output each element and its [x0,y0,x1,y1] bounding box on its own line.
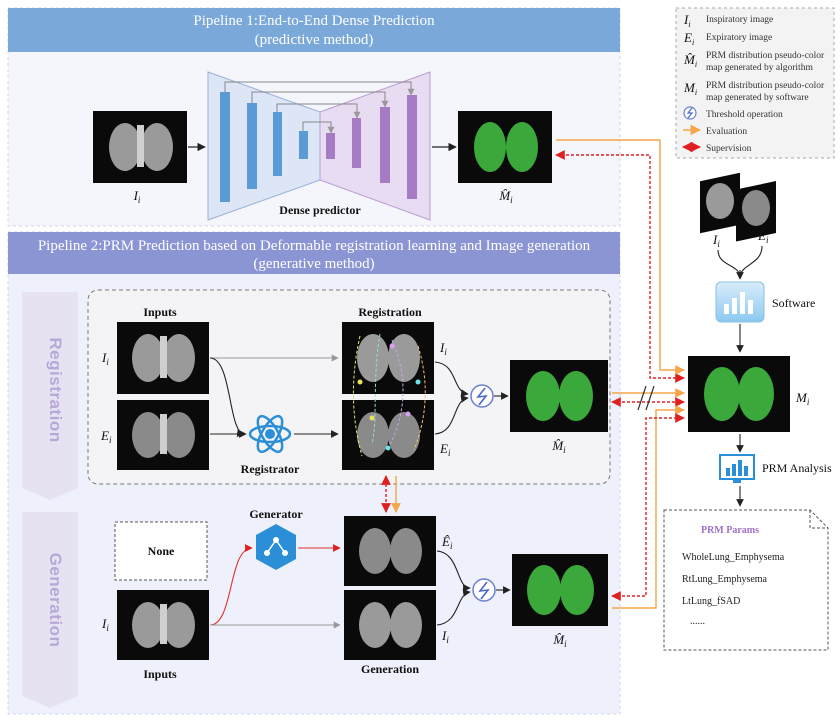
reg-arrow-I-to-threshold [434,361,469,397]
reg-arrow-E-to-threshold [434,395,469,435]
ct-image-registered-expiratory [342,400,434,470]
legend-text-supervision: Supervision [706,144,752,154]
prm-param-item: ...... [690,616,705,627]
p1-output-symbol: M̂i [498,188,513,205]
ct-image-p1-input [93,111,187,183]
reg-output-symbol: M̂i [551,438,566,455]
pipeline1-title: Pipeline 1:End-to-End Dense Prediction [193,13,435,29]
software-icon [715,281,765,323]
p1-supervision-arrow [555,150,685,383]
ct-image-gen-inspiratory [117,590,209,660]
ct-image-registered-inspiratory [342,322,434,394]
reg-E-symbol: Ei [100,428,112,445]
gen-arrow-I-to-threshold [436,589,471,626]
registration-E-symbol: Ei [439,441,451,458]
ct-image-reg-expiratory [117,400,209,470]
none-label: None [148,544,175,558]
registrator-label: Registrator [241,462,300,476]
reg-cut-mark-2 [645,385,655,411]
registration-correspondence-lines [352,333,426,457]
legend-symbol-M: Mi [683,80,697,97]
right-I-symbol: Ii [712,232,720,249]
registration-I-symbol: Ii [439,340,447,357]
gen-output-symbol: M̂i [552,632,567,649]
registration-label: Registration [358,305,422,319]
prm-params-document [663,509,829,651]
dense-predictor-label: Dense predictor [279,203,361,217]
ct-image-generation-inspiratory [344,590,436,660]
generator-label: Generator [249,507,303,521]
prm-params-title: PRM Params [701,525,759,536]
pipeline1-subtitle: (predictive method) [255,32,374,48]
prm-map-generation-output [512,554,608,626]
reg-I-symbol: Ii [101,350,109,367]
prm-param-item: WholeLung_Emphysema [682,552,785,563]
generation-side-band [22,512,78,708]
software-label: Software [772,296,815,310]
legend-text-m-line2: map generated by software [706,92,809,103]
generator-icon [256,524,296,570]
generation-side-label: Generation [46,553,65,648]
legend-symbol-E: Ei [683,30,694,47]
legend-symbol-I: Ii [683,12,691,29]
threshold-icon-generation [472,578,496,602]
prm-map-registration-output [510,360,608,432]
pipeline2-subtitle: (generative method) [253,256,374,272]
ct-image-generated-expiratory [344,516,436,586]
right-E-symbol: Ei [757,228,769,245]
ct-image-reg-inspiratory [117,322,209,394]
prm-map-p1-output [458,111,552,183]
p1-evaluation-arrow [556,139,685,375]
pipeline2-title: Pipeline 2:PRM Prediction based on Defor… [38,238,591,254]
legend-text-threshold: Threshold operation [706,110,783,120]
generation-label: Generation [361,662,419,676]
p1-input-symbol: Ii [133,188,141,205]
legend-text-evaluation: Evaluation [706,127,747,137]
prm-analysis-label: PRM Analysis [762,461,832,475]
legend-symbol-Mhat: M̂i [683,52,697,69]
none-placeholder-box [114,521,208,581]
legend-text-m-line1: PRM distribution pseudo-color [706,81,825,91]
legend-text-expiratory: Expiratory image [706,33,772,43]
legend-text-mhat-line2: map generated by algorithm [706,63,813,73]
legend-text-inspiratory: Inspiratory image [706,15,773,25]
right-M-symbol: Mi [795,390,810,407]
prm-param-item: RtLung_Emphysema [682,574,768,585]
reg-cut-mark-1 [637,385,647,411]
gen-arrow-Ehat-to-threshold [436,550,471,592]
threshold-icon [683,106,697,120]
pipeline2-header [8,232,620,274]
legend-box [675,7,835,159]
legend-text-mhat-line1: PRM distribution pseudo-color [706,51,825,61]
gen-inputs-label: Inputs [143,667,177,681]
gen-arrow-input-to-generator [209,544,253,626]
gen-I-out-symbol: Ii [441,628,449,645]
registration-side-band [22,292,78,500]
gen-I-symbol: Ii [101,616,109,633]
ct-image-right-inspiratory [700,172,740,234]
gen-Ehat-symbol: Êi [441,534,453,551]
gen-supervision-arrow [611,413,685,601]
prm-analysis-icon [719,454,755,483]
registration-side-label: Registration [46,337,65,442]
threshold-icon-registration [470,384,494,408]
reg-inputs-label: Inputs [143,305,177,319]
ct-image-right-expiratory [736,181,776,242]
prm-map-software [688,356,790,432]
pipeline1-header [8,8,620,52]
registrator-icon [248,414,292,454]
prm-param-item: LtLung_fSAD [682,596,740,607]
dense-predictor-network [207,71,431,221]
